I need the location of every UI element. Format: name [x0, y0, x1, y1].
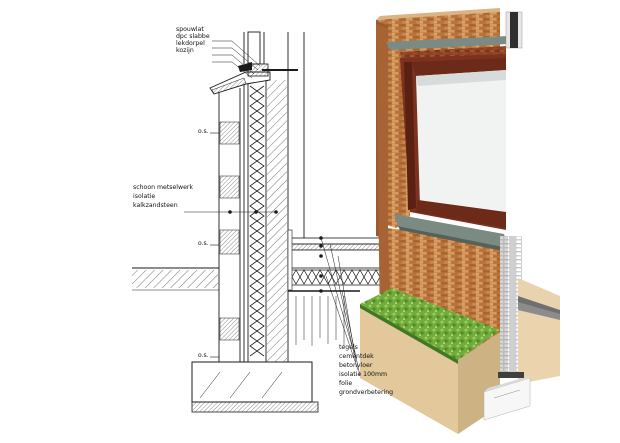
section-lines [218, 31, 305, 362]
label-schoon-metselwerk: schoon metselwerk [133, 184, 194, 191]
label-isolatie-100mm: isolatie 100mm [339, 371, 388, 378]
label-grondverbetering: grondverbetering [339, 389, 394, 396]
label-isolatie-wall: isolatie [133, 193, 156, 200]
window-lintel [386, 36, 508, 50]
leader-lines [184, 40, 361, 377]
window-frame-section [247, 31, 261, 65]
label-betonvloer: betonvloer [339, 362, 373, 369]
label-kozijn: kozijn [176, 47, 194, 54]
foundation [191, 361, 319, 413]
label-kalkzandsteen: kalkzandsteen [133, 202, 178, 209]
grass-top [360, 288, 500, 360]
outer-leaf-hatch [219, 121, 240, 341]
dpc-strip [498, 372, 524, 378]
level-mark-lines [210, 132, 219, 358]
label-tegels: tegels [339, 344, 358, 351]
label-folie: folie [339, 380, 353, 387]
window-sill [394, 214, 508, 248]
level-mark-1: o.s. [198, 128, 209, 135]
label-cementdek: cementdek [339, 353, 374, 360]
label-spouwlat: spouwlat [176, 26, 204, 33]
leader-dots [228, 210, 323, 293]
label-dpc-slabbe: dpc slabbe [176, 33, 210, 40]
render-3d [360, 8, 560, 434]
floor-section [287, 229, 389, 346]
floor-slab-render [518, 306, 560, 384]
level-mark-2: o.s. [198, 240, 209, 247]
label-lekdorpel: lekdorpel [176, 40, 205, 47]
window-glass [416, 70, 506, 226]
inner-leaf-hatch [267, 80, 287, 362]
level-mark-3: o.s. [198, 352, 209, 359]
ground-level [132, 267, 219, 291]
soil-block-front [360, 304, 458, 434]
